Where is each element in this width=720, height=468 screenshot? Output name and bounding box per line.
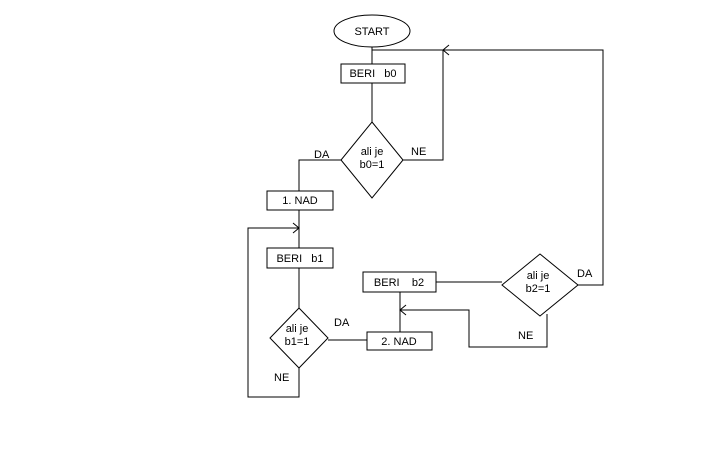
read-b1-label: BERI b1 [276, 253, 323, 265]
label-b0-no: NE [411, 146, 426, 158]
decision-b1-line1: ali je [286, 323, 309, 335]
decision-b0-line1: ali je [361, 146, 384, 158]
read-b2-label: BERI b2 [374, 277, 424, 289]
label-b2-yes: DA [577, 268, 593, 280]
up2-box [366, 331, 433, 351]
start-label: START [354, 26, 389, 38]
label-b2-no: NE [518, 330, 533, 342]
label-b1-yes: DA [334, 317, 350, 329]
decision-b1-diamond [269, 307, 329, 369]
start-terminator [333, 14, 411, 48]
arrowhead-top-return [442, 44, 450, 56]
arrowheads [292, 44, 450, 316]
node-decision-b1: ali je b1=1 [269, 307, 329, 369]
edge-b2-no-loop [400, 309, 548, 348]
edge-b0-yes-to-up1 [298, 159, 341, 191]
node-decision-b2: ali je b2=1 [501, 253, 579, 317]
edge-b2-yes-loop [443, 49, 604, 286]
node-up1: 1. NAD [266, 190, 334, 211]
decision-b0-diamond [340, 121, 404, 199]
arrowhead-b2-no-return [399, 304, 407, 316]
label-b1-no: NE [274, 372, 289, 384]
decision-b1-line2: b1=1 [285, 336, 310, 348]
up1-label: 1. NAD [282, 195, 318, 207]
arrowhead-b1-no-return [292, 222, 300, 234]
node-read-b0: BERI b0 [340, 63, 406, 84]
decision-b2-diamond [501, 253, 579, 317]
read-b0-label: BERI b0 [349, 68, 396, 80]
edge-b0-no-loop [403, 50, 444, 161]
up1-box [266, 190, 334, 211]
node-read-b1: BERI b1 [266, 247, 334, 269]
decision-b2-line1: ali je [527, 270, 550, 282]
edge-labels: DA NE DA NE DA NE [274, 146, 593, 384]
read-b0-box [340, 63, 406, 84]
decision-b0-line2: b0=1 [360, 159, 385, 171]
decision-b2-line2: b2=1 [526, 283, 551, 295]
read-b2-box [362, 271, 437, 293]
read-b1-box [266, 247, 334, 269]
connectors [247, 47, 604, 398]
edge-b1-no-loop [247, 227, 300, 398]
up2-label: 2. NAD [381, 336, 417, 348]
node-up2: 2. NAD [366, 331, 433, 351]
label-b0-yes: DA [314, 149, 330, 161]
node-read-b2: BERI b2 [362, 271, 437, 293]
node-start: START [333, 14, 411, 48]
node-decision-b0: ali je b0=1 [340, 121, 404, 199]
